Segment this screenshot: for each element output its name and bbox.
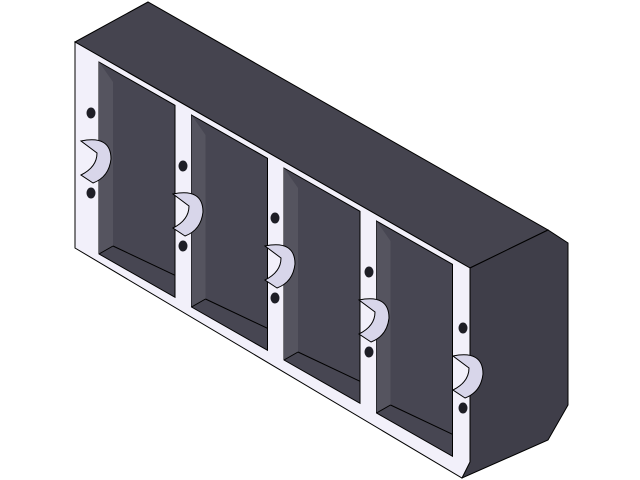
pocket-floor-edge [283, 351, 299, 361]
pockets [98, 61, 453, 458]
bore-surface [79, 139, 112, 184]
bore [357, 298, 390, 343]
hole-icon [270, 292, 280, 304]
bore [451, 354, 484, 399]
bore-surface [171, 192, 204, 237]
hole-icon [270, 212, 280, 224]
right-chamfer-face [461, 229, 569, 479]
hole-icon [86, 107, 96, 119]
hole-icon [178, 240, 188, 252]
hole-icon [364, 266, 374, 278]
bore [79, 139, 112, 184]
pocket-floor-edge [112, 245, 176, 276]
bore-surface [263, 244, 296, 289]
bore [171, 192, 204, 237]
pocket-floor-edge [205, 298, 268, 329]
hole-icon [458, 322, 468, 334]
bore-surface [451, 354, 484, 399]
pocket-floor-edge [390, 404, 453, 435]
hole-icon [178, 160, 188, 172]
holes [86, 107, 468, 414]
bores [79, 139, 484, 399]
hole-icon [458, 402, 468, 414]
pocket-floor-edge [191, 298, 206, 308]
pocket-floor-edge [376, 404, 391, 414]
hole-icon [364, 346, 374, 358]
bore [263, 244, 296, 289]
pocket-floor-edge [98, 245, 114, 255]
bore-surface [357, 298, 390, 343]
pocket-floor-edge [297, 351, 361, 382]
hole-icon [86, 187, 96, 199]
pocket [376, 220, 453, 458]
